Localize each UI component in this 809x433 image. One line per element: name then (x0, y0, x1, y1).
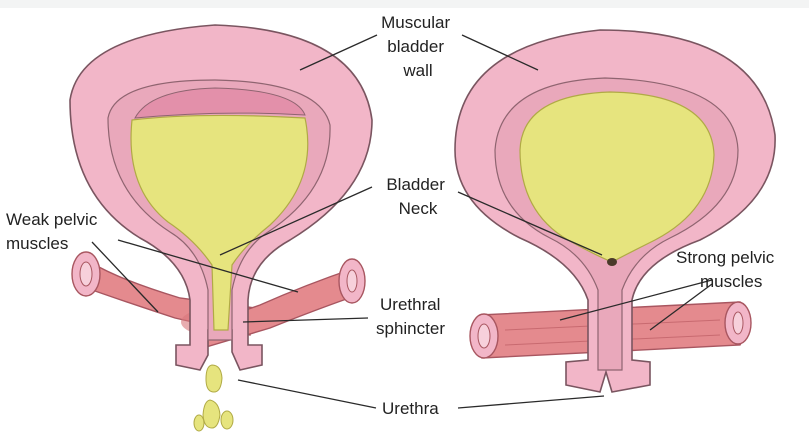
left-leak-drops (194, 365, 233, 431)
label-weak-pelvic-muscles: Weak pelvic muscles (6, 210, 102, 253)
label-urethral-sphincter: Urethral sphincter (376, 295, 445, 338)
label-urethra: Urethra (382, 399, 439, 418)
left-weak-muscle-bladder (70, 25, 372, 431)
label-bladder-neck: Bladder Neck (386, 175, 449, 218)
label-strong-pelvic-muscles: Strong pelvic muscles (676, 248, 779, 291)
label-muscular-bladder-wall: Muscular bladder wall (381, 13, 455, 80)
